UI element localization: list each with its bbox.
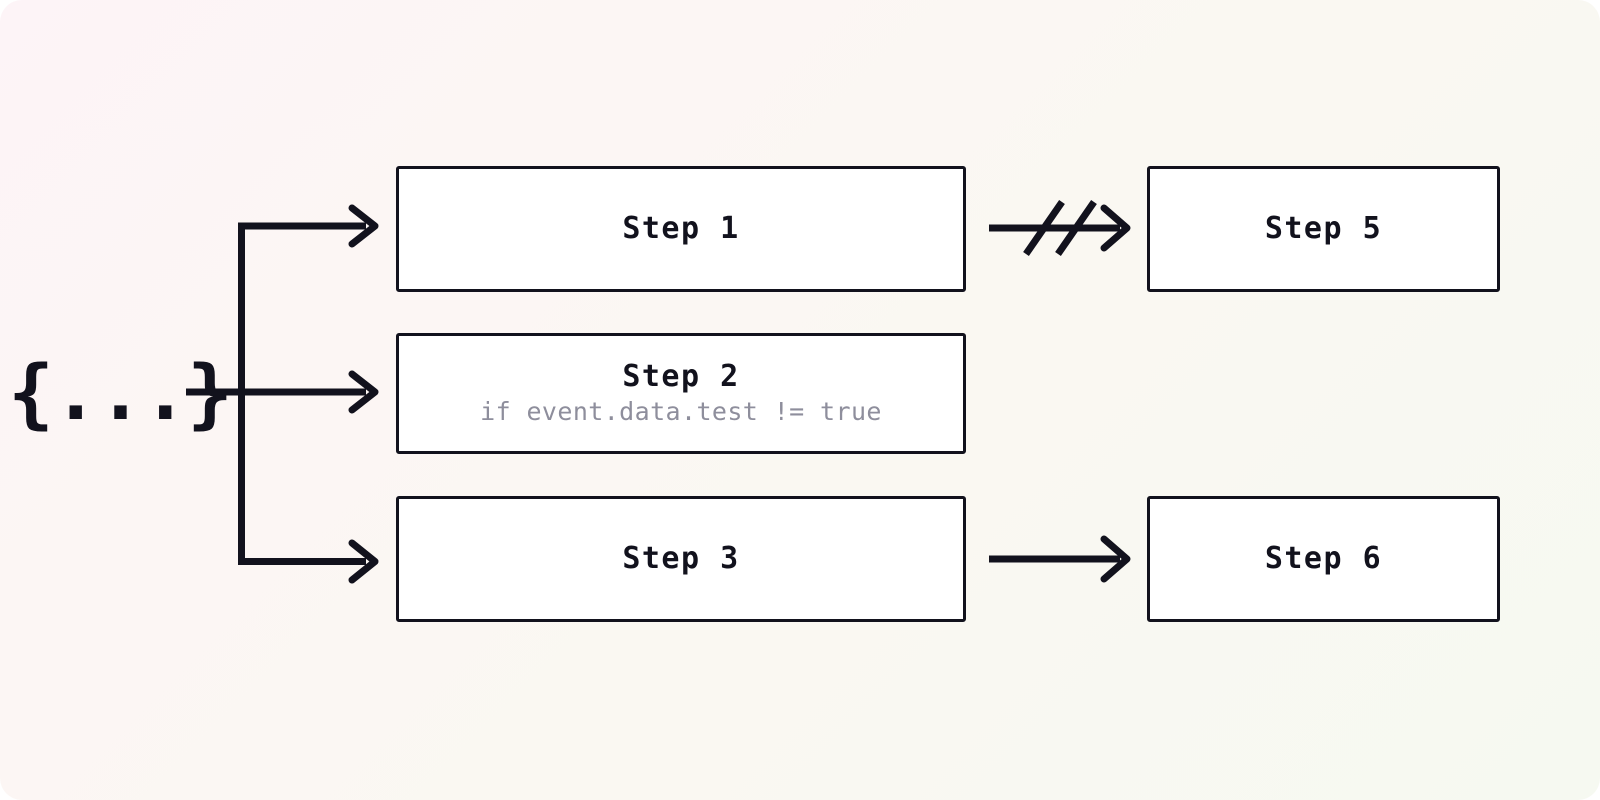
node-step-5[interactable]: Step 5	[1147, 166, 1500, 292]
node-step-2-condition: if event.data.test != true	[480, 396, 882, 426]
node-step-3[interactable]: Step 3	[396, 496, 966, 622]
node-step-6[interactable]: Step 6	[1147, 496, 1500, 622]
edge-trigger-to-step1	[238, 204, 379, 248]
edge-step3-to-step6	[989, 535, 1131, 583]
json-object-icon[interactable]: {...}	[8, 347, 233, 437]
edge-trigger-to-step2	[241, 370, 379, 414]
node-step-1[interactable]: Step 1	[396, 166, 966, 292]
edge-step1-to-step5-severed	[989, 200, 1131, 256]
node-step-3-title: Step 3	[622, 540, 740, 576]
node-step-5-title: Step 5	[1264, 210, 1383, 246]
node-step-1-title: Step 1	[622, 210, 740, 246]
edge-trigger-to-step3	[238, 539, 379, 584]
node-step-6-title: Step 6	[1264, 540, 1383, 576]
node-step-2[interactable]: Step 2 if event.data.test != true	[396, 333, 966, 454]
node-step-2-title: Step 2	[622, 359, 740, 395]
